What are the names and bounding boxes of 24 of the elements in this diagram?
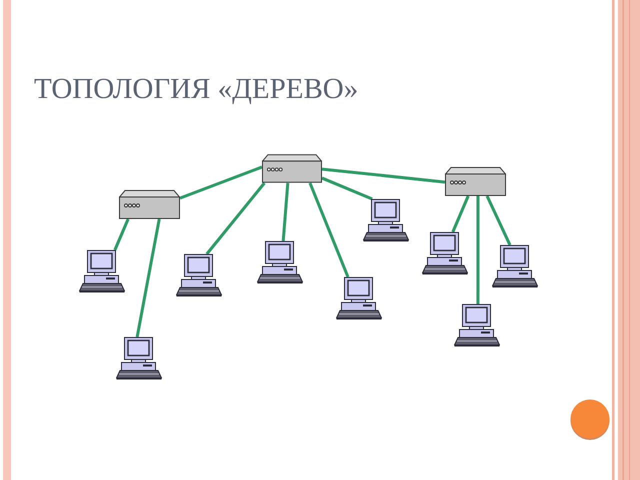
computer-icon xyxy=(176,254,222,297)
network-hub-icon xyxy=(445,167,506,196)
computer-icon xyxy=(363,199,409,242)
network-hub-icon xyxy=(119,190,180,219)
slide-title: ТОПОЛОГИЯ «ДЕРЕВО» xyxy=(34,72,358,106)
computer-icon xyxy=(336,277,382,320)
connection-line xyxy=(476,196,480,304)
connection-line xyxy=(486,195,512,246)
connection-line xyxy=(179,166,263,200)
network-hub-icon xyxy=(262,154,322,183)
computer-icon xyxy=(257,241,303,284)
connection-line xyxy=(308,182,350,278)
connection-line xyxy=(321,176,373,200)
connection-line xyxy=(282,182,290,242)
computer-icon xyxy=(116,337,162,380)
connection-line xyxy=(451,195,470,233)
connection-line xyxy=(206,182,266,255)
computer-icon xyxy=(79,250,125,293)
connection-line xyxy=(114,218,130,251)
computer-icon xyxy=(454,304,500,347)
connection-line xyxy=(136,218,161,338)
computer-icon xyxy=(492,245,538,288)
computer-icon xyxy=(422,232,468,275)
connection-line xyxy=(322,168,446,184)
